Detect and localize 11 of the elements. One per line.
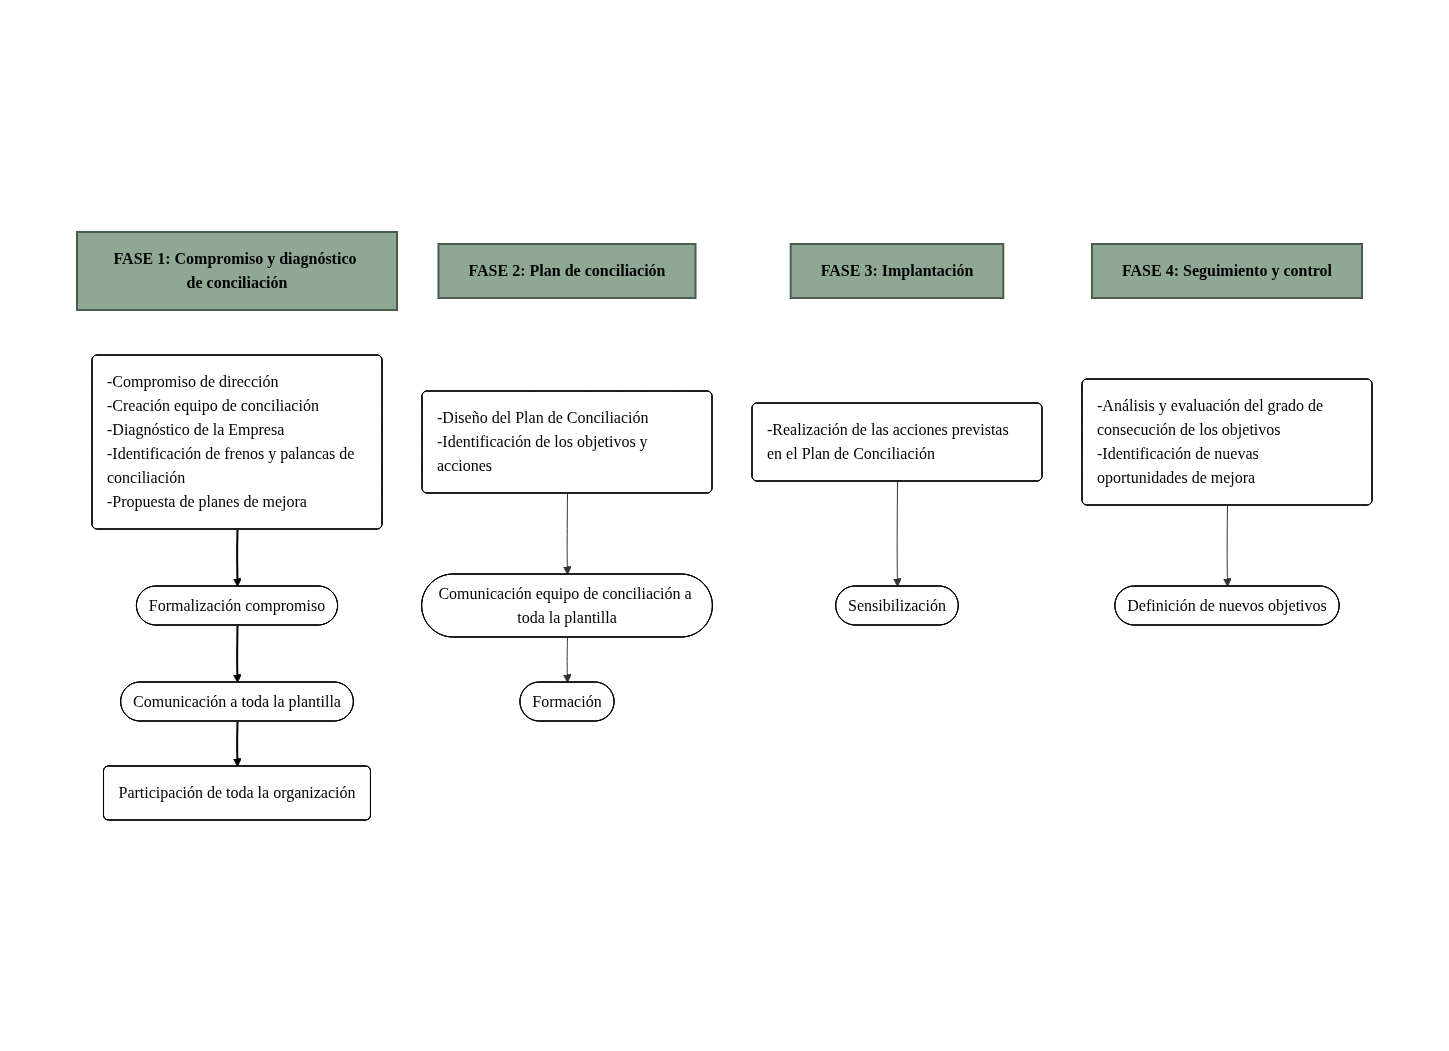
node-box: FASE 4: Seguimiento y control [1090, 242, 1364, 299]
node-box: FASE 2: Plan de conciliación [437, 242, 697, 299]
node-box: FASE 3: Implantación [789, 242, 1005, 299]
arrow [232, 624, 242, 683]
arrow [233, 528, 242, 587]
arrow [562, 636, 572, 683]
arrow [893, 480, 902, 587]
arrow [1223, 504, 1232, 587]
node-box: FASE 1: Compromiso y diagnóstico de conciliación [76, 230, 398, 311]
arrow [562, 492, 572, 575]
arrow [232, 720, 242, 767]
